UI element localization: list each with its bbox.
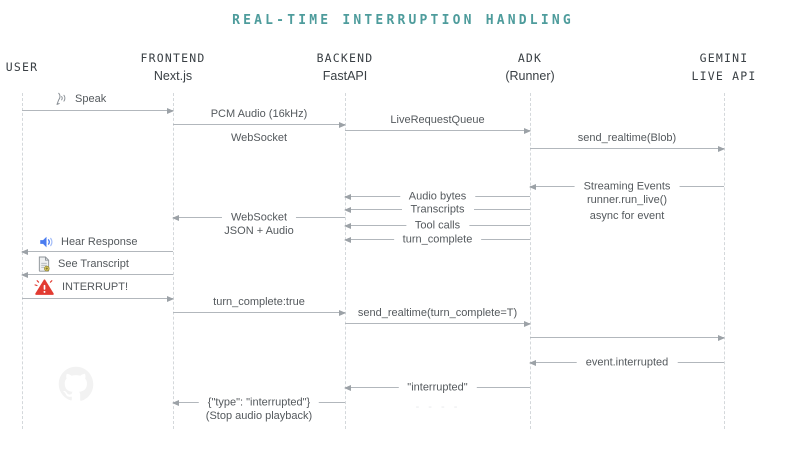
message-label: See Transcript bbox=[58, 257, 129, 270]
message-label: send_realtime(turn_complete=T) bbox=[357, 307, 518, 319]
arrowhead-icon bbox=[344, 384, 351, 391]
arrowhead-icon bbox=[524, 320, 531, 327]
participant-backend: BACKEND FastAPI bbox=[265, 51, 425, 84]
message-audio-bytes: Audio bytes bbox=[344, 190, 530, 204]
speaker-icon bbox=[39, 235, 54, 249]
participant-label: FRONTEND bbox=[140, 51, 206, 65]
message-turn-complete-true: turn_complete:true bbox=[173, 296, 346, 316]
message-label: turn_complete bbox=[393, 233, 482, 247]
message-sublabel: runner.run_live() bbox=[586, 194, 668, 206]
participant-user: USER bbox=[0, 61, 102, 74]
participant-sublabel: FastAPI bbox=[322, 69, 368, 83]
arrowhead-icon bbox=[529, 183, 536, 190]
participant-label: GEMINI bbox=[699, 51, 749, 65]
message-send-realtime-blob: send_realtime(Blob) bbox=[530, 132, 725, 152]
message-turn-complete: turn_complete bbox=[344, 233, 530, 247]
message-liverequestqueue: LiveRequestQueue bbox=[345, 114, 531, 134]
message-event-interrupted: event.interrupted bbox=[529, 356, 724, 370]
message-label-row: Hear Response bbox=[39, 235, 137, 249]
message-label: Audio bytes bbox=[399, 190, 476, 204]
lifeline-frontend bbox=[173, 93, 174, 429]
participant-adk: ADK (Runner) bbox=[450, 51, 610, 84]
diagram-title: REAL-TIME INTERRUPTION HANDLING bbox=[232, 13, 574, 28]
message-label: Tool calls bbox=[405, 219, 470, 233]
arrowhead-icon bbox=[167, 107, 174, 114]
faint-ellipsis: - - - - bbox=[415, 401, 461, 413]
message-label: Streaming Events bbox=[574, 180, 680, 194]
speak-icon bbox=[52, 91, 68, 108]
participant-label: ADK bbox=[517, 51, 543, 65]
message-label: Transcripts bbox=[401, 203, 474, 217]
lifeline-gemini bbox=[724, 93, 725, 429]
arrowhead-icon bbox=[21, 271, 28, 278]
participant-frontend: FRONTEND Next.js bbox=[93, 51, 253, 84]
arrowhead-icon bbox=[344, 222, 351, 229]
participant-label: USER bbox=[5, 60, 39, 74]
participant-sublabel: LIVE API bbox=[691, 69, 757, 83]
message-sublabel: async for event bbox=[589, 210, 665, 222]
arrowhead-icon bbox=[344, 193, 351, 200]
message-sublabel: (Stop audio playback) bbox=[205, 410, 313, 422]
message-send-realtime-turn-complete-t: send_realtime(turn_complete=T) bbox=[345, 307, 531, 327]
message-label-row: See Transcript bbox=[37, 256, 129, 272]
participant-sublabel: Next.js bbox=[153, 69, 193, 83]
participant-gemini: GEMINI LIVE API bbox=[644, 52, 804, 83]
message-label: WebSocket bbox=[221, 211, 297, 225]
message-label: send_realtime(Blob) bbox=[577, 132, 677, 144]
message-label: "interrupted" bbox=[398, 381, 477, 395]
arrowhead-icon bbox=[172, 399, 179, 406]
arrowhead-icon bbox=[21, 248, 28, 255]
message-label: turn_complete:true bbox=[213, 296, 305, 308]
message-label-row: INTERRUPT! bbox=[34, 278, 128, 296]
message-arrow bbox=[530, 334, 725, 341]
transcript-icon bbox=[37, 256, 51, 272]
arrowhead-icon bbox=[344, 206, 351, 213]
arrowhead-icon bbox=[167, 295, 174, 302]
message-label: {"type": "interrupted"} bbox=[198, 396, 320, 410]
message-label: Speak bbox=[75, 93, 107, 105]
message-label: LiveRequestQueue bbox=[390, 114, 485, 126]
message-interrupt: INTERRUPT! bbox=[22, 279, 174, 302]
participant-sublabel: (Runner) bbox=[505, 69, 555, 83]
message-see-transcript: See Transcript bbox=[21, 256, 173, 278]
arrowhead-icon bbox=[718, 145, 725, 152]
warning-icon bbox=[34, 278, 55, 296]
message-label: PCM Audio (16kHz) bbox=[210, 108, 308, 120]
message-speak: Speak bbox=[22, 92, 174, 114]
message-label-row: Speak bbox=[52, 91, 106, 108]
lifeline-adk bbox=[530, 93, 531, 429]
message-sublabel: JSON + Audio bbox=[224, 225, 294, 237]
message-label: INTERRUPT! bbox=[62, 280, 128, 293]
message-hear-response: Hear Response bbox=[21, 236, 173, 255]
lifeline-user bbox=[22, 93, 23, 429]
arrowhead-icon bbox=[529, 359, 536, 366]
message-sublabel: WebSocket bbox=[230, 132, 288, 144]
arrowhead-icon bbox=[339, 309, 346, 316]
message-label: event.interrupted bbox=[576, 356, 678, 370]
arrowhead-icon bbox=[172, 214, 179, 221]
arrowhead-icon bbox=[344, 236, 351, 243]
message-transcripts: Transcripts bbox=[344, 203, 530, 217]
participant-label: BACKEND bbox=[316, 51, 374, 65]
message-interrupted: "interrupted" bbox=[344, 381, 530, 395]
arrowhead-icon bbox=[524, 127, 531, 134]
github-watermark-icon bbox=[58, 366, 94, 402]
message-type-interrupted: {"type": "interrupted"}(Stop audio playb… bbox=[172, 396, 345, 422]
arrowhead-icon bbox=[339, 121, 346, 128]
message-label: Hear Response bbox=[61, 235, 138, 248]
lifeline-backend bbox=[345, 93, 346, 429]
message-tool-calls: Tool calls bbox=[344, 219, 530, 233]
message-pcm-audio-16khz: PCM Audio (16kHz) WebSocket bbox=[173, 108, 346, 144]
arrowhead-icon bbox=[718, 334, 725, 341]
